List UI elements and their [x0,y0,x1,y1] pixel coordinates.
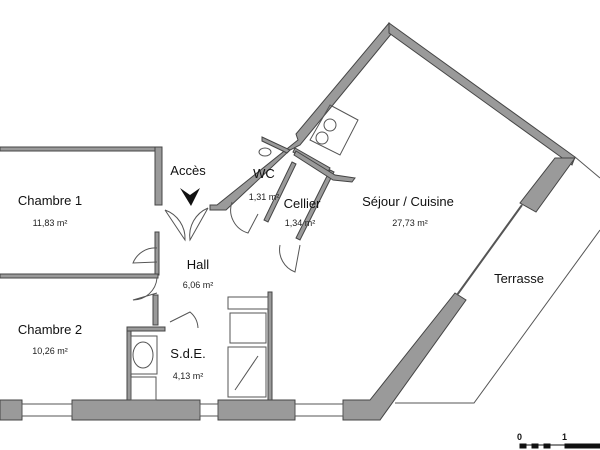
entrance-label: Accès [170,163,206,178]
room-area-sejour-cuisine: 27,73 m² [392,218,428,228]
wall-sde-top [126,326,166,332]
scale-start: 0 [517,432,523,442]
door-wc [230,201,259,234]
door-chambre1 [132,247,158,264]
door-entrance-left [164,209,186,242]
wall-bottom-1 [0,399,23,421]
window-2 [199,403,219,417]
room-area-hall: 6,06 m² [182,280,214,290]
wall-chambre1-right-lower [154,231,160,276]
room-area-cellier: 1,34 m² [284,218,316,228]
room-name-sde: S.d.E. [170,346,206,361]
cabinet-2 [229,312,267,344]
door-chambre2 [132,277,158,301]
sink-bowl [132,341,154,369]
door-entrance-right [189,207,209,242]
wall-wc-cellier [261,136,291,154]
entrance-arrow-icon [180,188,200,206]
shower-drain-line [234,355,259,391]
wall-bottom-2 [71,399,201,421]
window-1 [21,403,73,417]
wall-sejour-left [209,21,393,211]
wall-chambre1-right [154,146,163,206]
wall-sejour-top-right [388,22,576,166]
bay-window [456,204,523,296]
kitchen-sink [309,104,359,156]
room-name-chambre-2: Chambre 2 [17,322,83,337]
room-area-sde: 4,13 m² [172,371,204,381]
room-area-chambre-2: 10,26 m² [32,346,68,356]
wall-chambre-partition [0,273,159,279]
terrasse-outline-lower [395,229,600,404]
wall-chambre1-top [0,146,163,152]
sink-bowl-1 [323,118,337,132]
wall-cellier-right [295,169,335,241]
wall-sejour-lower [342,292,467,421]
room-name-wc: WC [253,166,275,181]
room-name-sejour-cuisine: Séjour / Cuisine [362,194,454,209]
wall-hall-left-lower [152,294,159,326]
room-name-chambre-1: Chambre 1 [17,193,83,208]
storage-unit [130,376,157,401]
room-area-chambre-1: 11,83 m² [32,218,68,228]
scale-end: 1 [562,432,568,442]
door-cellier [279,244,301,273]
terrasse-outline [574,156,600,179]
toilet [258,147,272,157]
shower-tray [227,346,267,398]
wall-cellier-left [263,161,297,223]
room-name-hall: Hall [186,257,210,272]
scale-bar [519,443,600,449]
cabinet-1 [227,296,269,310]
room-name-cellier: Cellier [283,196,321,211]
room-area-wc: 1,31 m² [248,192,280,202]
sink-basin [130,335,158,375]
room-name-terrasse: Terrasse [494,271,544,286]
wall-kitchen-side [293,150,356,183]
wall-sde-left [126,326,132,401]
window-3 [294,403,344,417]
sink-bowl-2 [315,131,329,145]
wall-pillar [519,157,576,213]
wall-sde-right [267,291,273,401]
wall-bottom-3 [217,399,296,421]
door-sde [169,311,199,329]
